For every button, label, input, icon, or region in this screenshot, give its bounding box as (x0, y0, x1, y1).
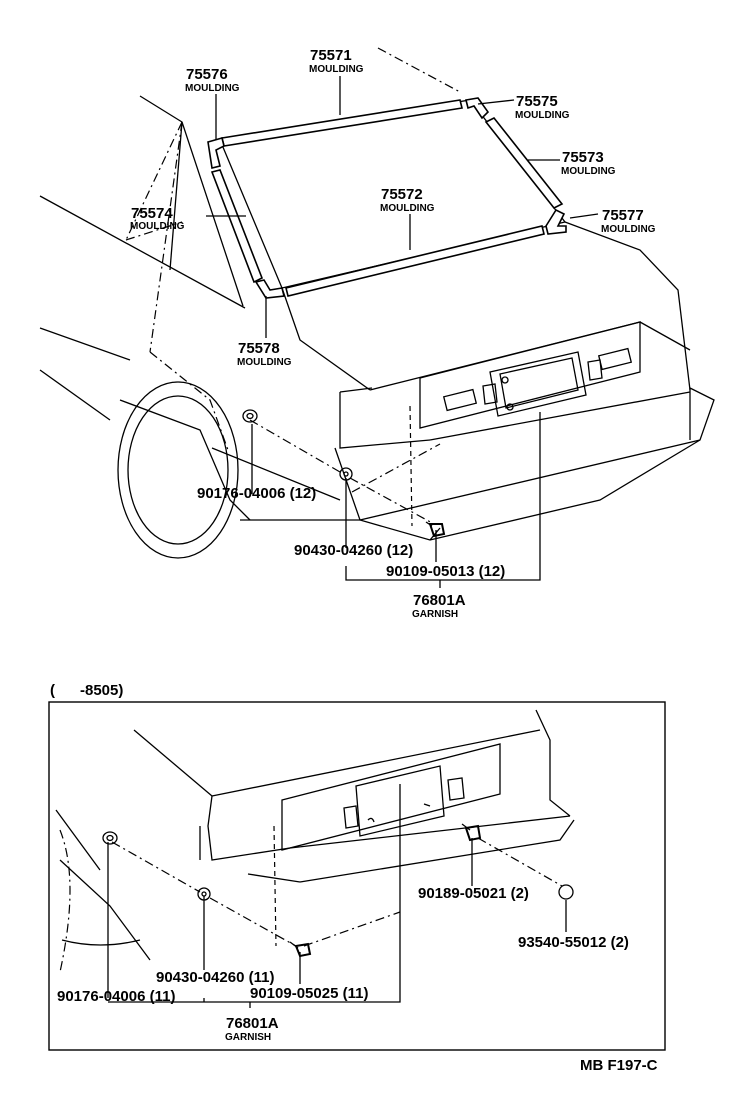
figure-code: MB F197-C (580, 1057, 658, 1074)
moulding-pieces (207, 97, 567, 299)
part-number-75573: 75573 (562, 149, 604, 166)
date-range-label: ( -8505) (50, 682, 123, 699)
clip-icon (102, 831, 118, 845)
part-number-75574: 75574 (131, 205, 173, 222)
garnish-number-lower: 76801A (226, 1015, 279, 1032)
part-number-75572: 75572 (381, 186, 423, 203)
lower-labels: 90189-05021 (2) 93540-55012 (2) 90430-04… (57, 885, 629, 1043)
screw-icon (289, 941, 312, 958)
garnish-name-upper: GARNISH (412, 609, 458, 620)
part-name-75578: MOULDING (237, 357, 292, 368)
part-number-75575: 75575 (516, 93, 558, 110)
part-name-75574: MOULDING (130, 221, 185, 232)
part-name-75576: MOULDING (185, 83, 240, 94)
clip-icon (242, 409, 258, 423)
moulding-75572-shape (285, 225, 545, 297)
fastener-label-90109-05013: 90109-05013 (12) (386, 563, 505, 580)
fastener-label-90189-05021: 90189-05021 (2) (418, 885, 529, 902)
washer-icon (197, 887, 211, 901)
moulding-75575-shape (465, 97, 490, 120)
fastener-label-90430-04260: 90430-04260 (12) (294, 542, 413, 559)
bolt-icon (461, 823, 482, 842)
moulding-75577-shape (545, 208, 567, 235)
upper-labels: 75571 MOULDING 75576 MOULDING 75575 MOUL… (130, 47, 656, 620)
moulding-75574-shape (210, 169, 264, 284)
part-number-75571: 75571 (310, 47, 352, 64)
fastener-label-90109-05025: 90109-05025 (11) (250, 985, 368, 1002)
lower-fastener-icons (102, 823, 574, 958)
fastener-label-90430-04260: 90430-04260 (11) (156, 969, 274, 986)
fastener-label-93540-55012: 93540-55012 (2) (518, 934, 629, 951)
part-number-75577: 75577 (602, 207, 644, 224)
garnish-number-upper: 76801A (413, 592, 466, 609)
moulding-75571-shape (221, 99, 463, 147)
part-name-75573: MOULDING (561, 166, 616, 177)
fastener-label-90176-04006: 90176-04006 (11) (57, 988, 175, 1005)
upper-leader-lines (125, 47, 599, 588)
part-name-75577: MOULDING (601, 224, 656, 235)
part-name-75571: MOULDING (309, 64, 364, 75)
part-number-75578: 75578 (238, 340, 280, 357)
inset-frame (48, 701, 666, 1051)
part-name-75572: MOULDING (380, 203, 435, 214)
lower-car-illustration (55, 709, 575, 973)
lower-leader-lines (107, 784, 567, 1008)
fastener-label-90176-04006: 90176-04006 (12) (197, 485, 316, 502)
part-name-75575: MOULDING (515, 110, 570, 121)
upper-fastener-icons (242, 409, 446, 538)
screw-icon (425, 521, 446, 538)
moulding-75576-shape (207, 137, 225, 169)
garnish-name-lower: GARNISH (225, 1032, 271, 1043)
washer-icon (339, 467, 353, 481)
moulding-75573-shape (484, 116, 564, 210)
part-number-75576: 75576 (186, 66, 228, 83)
speed-nut-icon (558, 884, 574, 900)
